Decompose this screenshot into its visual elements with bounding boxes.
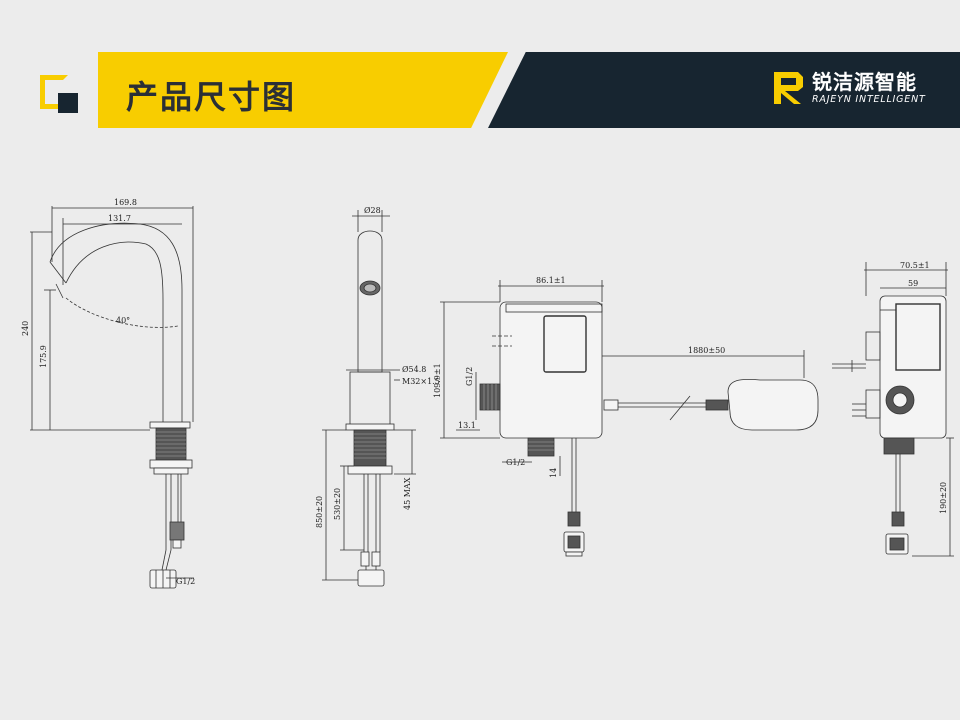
control-box-front-view [440,280,819,557]
dim-box-depth: 70.5±1 [900,261,930,270]
dim-cable-length: 1880±50 [688,346,725,355]
dim-side-cable-length: 190±20 [939,482,948,514]
dim-total-height: 240 [21,321,30,336]
dim-box-bottom-thread: G1/2 [506,458,525,467]
dim-max-deck: 45 MAX [403,477,412,510]
dim-base-diameter: Ø54.8 [402,365,426,374]
brand-name-cn: 锐洁源智能 [812,70,917,94]
dim-box-width: 86.1±1 [536,276,566,285]
dim-total-reach: 169.8 [114,198,137,207]
faucet-side-view [30,206,194,589]
faucet-front-view [322,210,416,587]
dim-spout-reach: 131.7 [108,214,131,223]
brand-r-icon [774,72,803,104]
dim-thread-length: 530±20 [333,488,342,520]
dim-spout-height: 175.9 [39,345,48,368]
control-box-side-view [832,262,954,557]
corner-decoration-icon [40,75,80,115]
brand-name-en: RAJEYN INTELLIGENT [812,94,926,105]
header-band-yellow [98,52,508,128]
dim-box-bottom-offset: 14 [549,468,558,478]
dim-mount-thread: M32×1.5 [402,377,440,386]
dim-box-side-thread: G1/2 [465,367,474,386]
dim-hose-length: 850±20 [315,496,324,528]
dim-box-side-offset: 13.1 [458,421,476,430]
dim-box-height: 109.9±1 [433,363,442,398]
dim-angle: 40° [116,316,130,325]
dim-side-inlet-thread: G1/2 [176,577,195,586]
dim-spout-diameter: Ø28 [364,206,381,215]
page-title: 产品尺寸图 [126,78,297,116]
header-band-dark [488,52,960,128]
dim-box-inner-depth: 59 [908,279,918,288]
